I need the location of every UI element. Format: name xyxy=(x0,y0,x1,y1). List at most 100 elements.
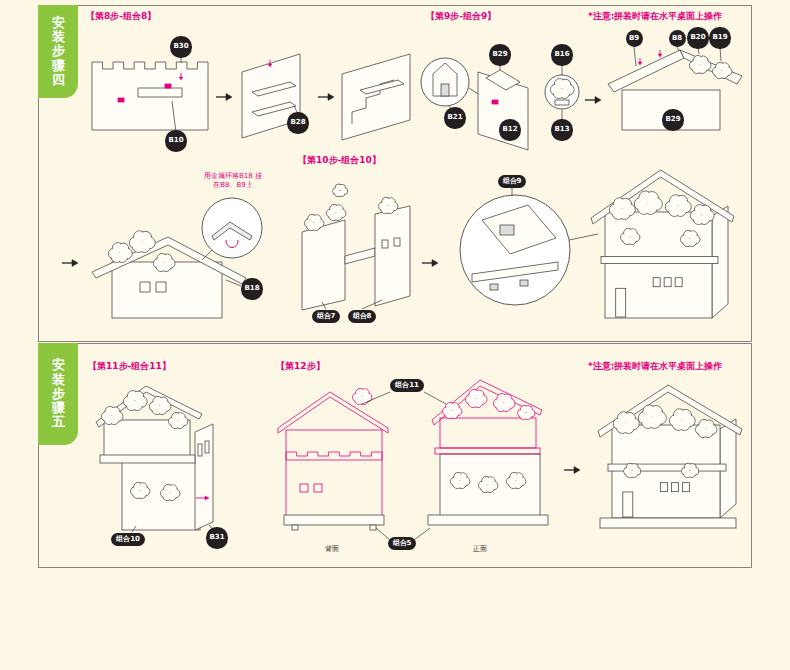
tree-piece xyxy=(131,482,150,498)
base-piece xyxy=(284,515,384,525)
ring-detail xyxy=(212,222,252,240)
tree-fill xyxy=(716,70,723,77)
lens-leader xyxy=(202,250,212,260)
tree-piece xyxy=(379,197,398,213)
step-arrow-head xyxy=(574,467,580,474)
window xyxy=(205,441,209,453)
magnifier-circle xyxy=(460,195,570,305)
callout-number: B13 xyxy=(554,126,569,133)
roof-piece xyxy=(608,50,684,92)
front-wall xyxy=(112,262,222,318)
window xyxy=(672,483,679,492)
part-callout: B31 xyxy=(206,527,227,548)
callout-number: B29 xyxy=(665,116,680,123)
tree-fill xyxy=(105,415,113,423)
window xyxy=(156,282,166,292)
roof-piece xyxy=(96,386,202,427)
leader-line xyxy=(424,392,446,404)
tree-fill xyxy=(617,422,627,432)
crenel-line xyxy=(286,452,382,460)
step-heading: 【第10步-组合10】 xyxy=(298,155,381,166)
tree-piece xyxy=(102,407,124,425)
assembly-callout: 组合7 xyxy=(312,310,341,323)
callout-number: B30 xyxy=(173,43,188,50)
step-tab: 安装步骤五 xyxy=(38,343,78,445)
warning-note: *注意:拼装时请在水平桌面上操作 xyxy=(588,361,722,372)
tree-piece xyxy=(353,388,372,404)
tree-piece xyxy=(613,412,639,434)
tree-piece xyxy=(443,402,462,418)
pink-guide-head xyxy=(638,62,642,65)
tree-fill xyxy=(613,208,623,218)
tree-fill xyxy=(330,212,337,219)
tree-piece xyxy=(634,191,662,214)
magnifier-circle xyxy=(202,198,262,258)
back-wall xyxy=(286,430,382,516)
callout-number: 组合8 xyxy=(353,313,372,320)
tree-fill xyxy=(699,428,707,436)
leader-line xyxy=(677,47,679,51)
instruction-note: 用金属环将B18 挂在B8、B9上 xyxy=(203,172,263,190)
pink-guide-head xyxy=(268,64,272,67)
step-title: 安装步骤五 xyxy=(52,358,65,429)
tree-fill xyxy=(684,238,691,245)
tree-fill xyxy=(172,420,179,427)
tree-piece xyxy=(665,195,691,217)
front-wall xyxy=(605,212,712,318)
wall-piece xyxy=(302,220,345,310)
step-heading: 【第12步】 xyxy=(276,361,325,372)
roof-piece xyxy=(598,385,742,437)
pink-guide-head xyxy=(205,496,209,500)
tree-fill xyxy=(127,400,136,409)
tree-fill xyxy=(454,480,461,487)
tree-fill xyxy=(626,470,632,476)
callout-number: 组合5 xyxy=(393,540,412,547)
part-callout: B19 xyxy=(709,27,730,48)
window xyxy=(653,278,660,287)
window xyxy=(394,238,400,246)
side-wall xyxy=(195,424,213,530)
part-callout: B8 xyxy=(669,30,686,47)
lower-wall xyxy=(440,454,540,516)
tree-piece xyxy=(333,184,348,197)
tree-piece xyxy=(690,205,714,225)
callout-number: B8 xyxy=(672,35,682,42)
step-heading: 【第9步-组合9】 xyxy=(426,11,496,22)
metal-ring xyxy=(226,240,238,248)
tree-piece xyxy=(108,243,132,263)
leader-line xyxy=(181,57,182,63)
callout-number: B21 xyxy=(447,114,462,121)
part-callout: B10 xyxy=(165,130,186,151)
tree-piece xyxy=(129,231,155,253)
tree-piece xyxy=(507,472,526,488)
tree-fill xyxy=(497,402,505,410)
roof-piece xyxy=(486,70,520,90)
step-title: 安装步骤四 xyxy=(52,16,65,87)
leader-line xyxy=(562,64,563,75)
tree-fill xyxy=(133,241,143,251)
window xyxy=(140,282,150,292)
shelf-piece xyxy=(252,82,296,96)
tree-fill xyxy=(669,205,679,215)
tree-piece xyxy=(713,62,732,78)
assembly-callout: 组合5 xyxy=(388,537,417,550)
tree-piece xyxy=(696,420,718,438)
part-callout: B18 xyxy=(241,278,262,299)
callout-number: 组合9 xyxy=(503,178,522,185)
roof-piece xyxy=(591,170,734,224)
tree-piece xyxy=(550,79,574,99)
part-callout: B16 xyxy=(551,44,572,65)
pink-slot xyxy=(492,100,498,104)
warning-note: *注意:拼装时请在水平桌面上操作 xyxy=(588,11,722,22)
assembly-callout: 组合8 xyxy=(348,310,377,323)
tree-fill xyxy=(684,470,690,476)
callout-number: B19 xyxy=(712,34,727,41)
callout-number: B20 xyxy=(690,34,705,41)
callout-number: 组合7 xyxy=(317,313,336,320)
window xyxy=(675,278,682,287)
callout-number: B28 xyxy=(290,119,305,126)
wall-piece xyxy=(92,62,208,130)
base-piece xyxy=(428,515,548,525)
tree-piece xyxy=(305,214,324,230)
